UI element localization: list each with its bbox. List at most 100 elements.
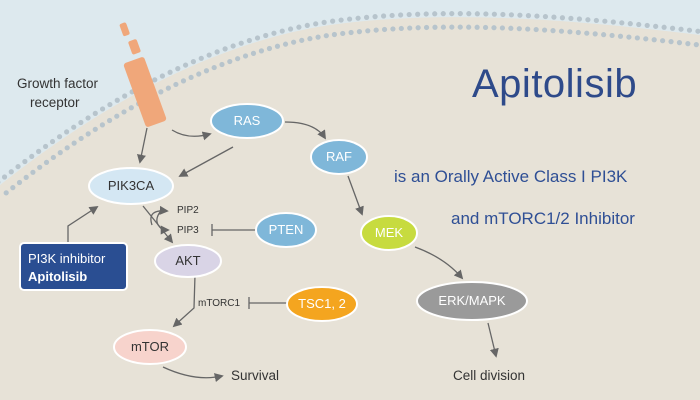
- membrane-dot: [56, 134, 63, 140]
- membrane-dot: [423, 24, 430, 31]
- membrane-dot: [71, 124, 77, 130]
- membrane-dot: [313, 21, 319, 27]
- membrane-dot: [182, 62, 189, 68]
- membrane-dot: [551, 14, 557, 20]
- membrane-dot: [381, 26, 388, 33]
- membrane-dot: [37, 164, 43, 170]
- membrane-dot: [585, 17, 591, 23]
- akt-node: [154, 244, 222, 278]
- membrane-dot: [323, 33, 329, 39]
- receptor-label-line-1: Growth factor: [17, 76, 99, 91]
- cell-membrane: [0, 10, 700, 196]
- membrane-dot: [274, 43, 281, 49]
- membrane-dot: [307, 36, 313, 42]
- membrane-dot: [230, 43, 236, 49]
- arrow-ras-pik3ca: [178, 146, 234, 177]
- membrane-dot: [190, 59, 196, 65]
- membrane-dot: [196, 71, 202, 77]
- membrane-dot: [211, 64, 217, 71]
- membrane-dot: [1, 174, 8, 180]
- membrane-dot: [525, 26, 531, 32]
- membrane-dot: [432, 24, 438, 30]
- membrane-dot: [92, 110, 98, 116]
- membrane-dot: [346, 16, 353, 22]
- membrane-dot: [534, 13, 540, 19]
- membrane-dot: [315, 34, 321, 40]
- membrane-dot: [165, 85, 171, 91]
- membrane-dot: [340, 30, 346, 37]
- membrane-dot: [158, 89, 164, 95]
- membrane-dot: [653, 23, 659, 29]
- membrane-dot: [159, 73, 165, 79]
- arrow-akt-mtor: [172, 274, 196, 328]
- membrane-dot: [152, 77, 158, 83]
- membrane-dot: [16, 179, 23, 186]
- membrane-dot: [8, 169, 14, 175]
- arrow-mtor-survival: [162, 366, 224, 383]
- subtitle-line-1: is an Orally Active Class I PI3K: [394, 167, 628, 186]
- membrane-dot: [10, 185, 16, 191]
- tsc-label: TSC1, 2: [298, 296, 346, 311]
- membrane-dot: [106, 117, 113, 124]
- membrane-dot: [30, 169, 36, 175]
- membrane-dot: [78, 119, 84, 126]
- membrane-dot: [660, 38, 666, 44]
- pip2-label: PIP2: [177, 205, 199, 216]
- membrane-dot: [282, 41, 289, 47]
- membrane-dot: [71, 140, 77, 146]
- membrane-dot: [466, 24, 472, 30]
- membrane-dot: [57, 150, 63, 156]
- membrane-dot: [22, 158, 28, 165]
- mtorc1-label: mTORC1: [198, 298, 241, 309]
- membrane-dot: [198, 55, 204, 61]
- membrane-dot: [508, 25, 514, 31]
- membrane-dot: [107, 101, 113, 108]
- membrane-dot: [695, 28, 700, 34]
- membrane-dot: [542, 13, 549, 20]
- membrane-dot: [398, 25, 404, 32]
- akt-label: AKT: [175, 253, 201, 268]
- membrane-dot: [693, 42, 699, 48]
- membrane-dot: [558, 28, 565, 34]
- membrane-dot: [85, 131, 91, 137]
- membrane-dot: [203, 68, 210, 74]
- mek-label: MEK: [374, 225, 404, 240]
- membrane-dot: [279, 28, 285, 34]
- subtitle-line-2: and mTORC1/2 Inhibitor: [451, 209, 635, 228]
- membrane-dot: [491, 25, 497, 31]
- membrane-dot: [78, 135, 84, 142]
- membrane-dot: [474, 11, 480, 17]
- membrane-dot: [250, 50, 257, 56]
- membrane-dot: [669, 25, 676, 31]
- membrane-dot: [242, 53, 249, 59]
- arrow-raf-mek: [347, 175, 364, 216]
- membrane-dot: [390, 26, 396, 32]
- membrane-dot: [686, 27, 693, 33]
- membrane-dot: [380, 13, 387, 19]
- membrane-dot: [457, 10, 463, 17]
- membrane-dot: [575, 29, 581, 36]
- membrane-dot: [508, 12, 515, 18]
- membrane-dot: [517, 12, 523, 18]
- membrane-dot: [482, 24, 489, 31]
- membrane-dot: [122, 93, 128, 99]
- membrane-dot: [363, 14, 370, 20]
- mek-node: [360, 215, 418, 251]
- membrane-dot: [42, 143, 49, 150]
- membrane-dot: [609, 32, 615, 39]
- membrane-dot: [64, 145, 70, 151]
- arrow-mek-erk: [414, 246, 464, 280]
- membrane-dot: [643, 36, 649, 42]
- membrane-dot: [491, 11, 497, 17]
- membrane-dot: [685, 41, 691, 47]
- arrow-pip2-pip3: [156, 211, 170, 235]
- pik3ca-label: PIK3CA: [107, 178, 155, 193]
- arrow-ras-raf: [284, 121, 326, 140]
- membrane-dot: [227, 58, 233, 65]
- membrane-dot: [661, 24, 667, 30]
- membrane-dot: [407, 25, 413, 31]
- membrane-dot: [499, 25, 506, 31]
- inhibitor-box: [19, 242, 128, 291]
